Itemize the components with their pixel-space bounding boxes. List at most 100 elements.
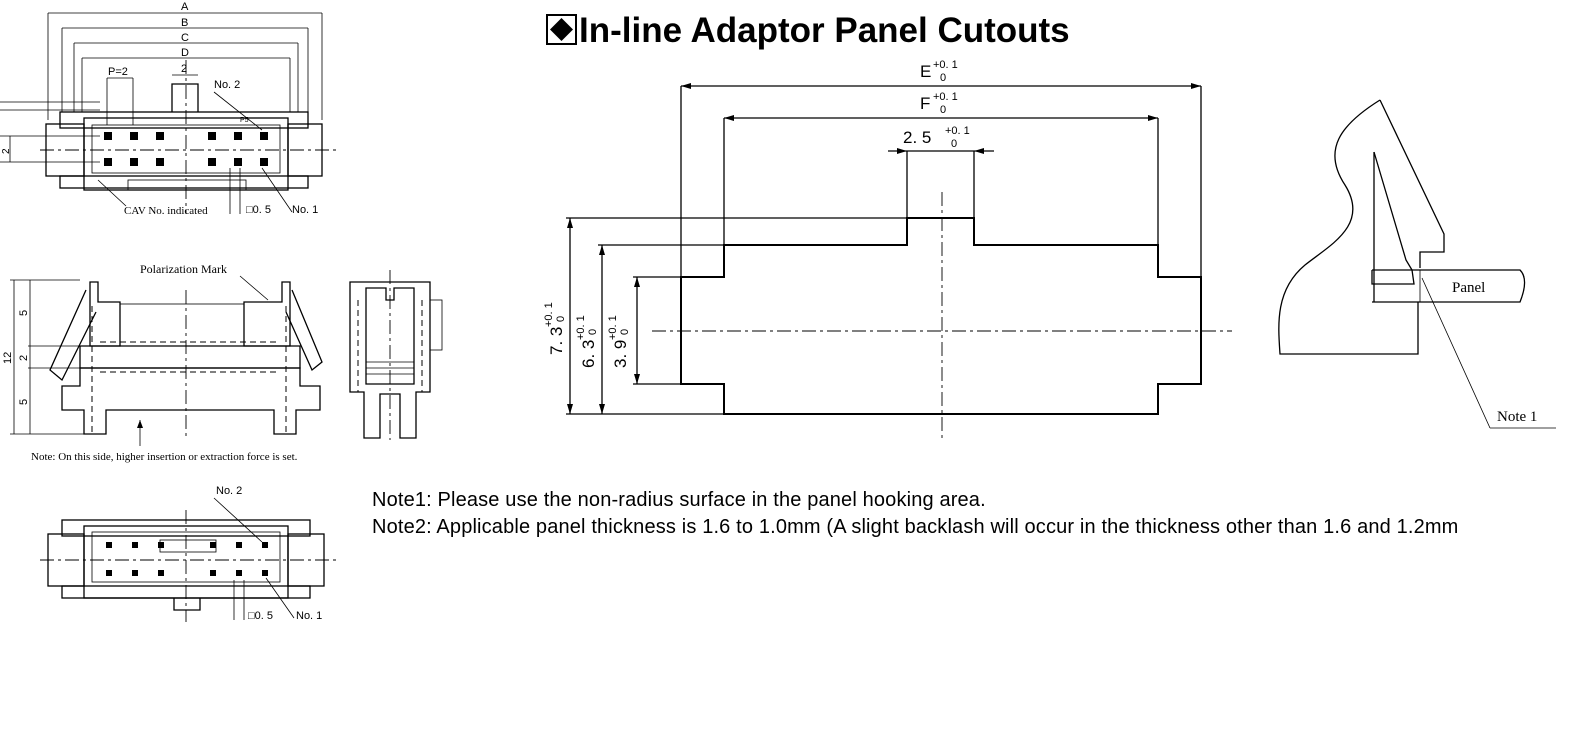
w-label: 2. 5 bbox=[903, 128, 931, 147]
connector-bottom-view: No. 2 □0. 5 No. 1 bbox=[40, 485, 336, 622]
pin bbox=[104, 158, 112, 166]
dim-c-label: C bbox=[181, 32, 189, 44]
h1-tol-upper: +0. 1 bbox=[543, 302, 555, 327]
pin bbox=[236, 570, 242, 576]
bottom-cavity bbox=[91, 531, 281, 583]
h2-label: 6. 3 bbox=[579, 340, 598, 368]
bottom-no1-leader bbox=[265, 577, 295, 619]
dim-2-label: 2 bbox=[18, 355, 30, 361]
bottom-no1-label: No. 1 bbox=[296, 610, 322, 622]
w-tol-lower: 0 bbox=[951, 138, 957, 150]
pin bbox=[210, 542, 216, 548]
cutout-outline bbox=[680, 217, 1202, 415]
f-tol-upper: +0. 1 bbox=[933, 91, 958, 103]
pin bbox=[132, 542, 138, 548]
e-tol-upper: +0. 1 bbox=[933, 59, 958, 71]
panel-cutout-drawing: E +0. 1 0 F +0. 1 0 2. 5 +0. 1 0 7. 3 +0… bbox=[543, 59, 1232, 440]
dim-5b-label: 5 bbox=[18, 399, 30, 405]
pin bbox=[106, 570, 112, 576]
force-arrow-head bbox=[137, 420, 143, 428]
pin bbox=[262, 542, 268, 548]
pin bbox=[158, 542, 164, 548]
note1-callout: Note 1 bbox=[1497, 409, 1537, 425]
connector-end-view bbox=[349, 270, 443, 440]
page-title: In-line Adaptor Panel Cutouts bbox=[579, 11, 1070, 50]
note1-leader bbox=[1421, 277, 1491, 429]
sq-label: □0. 5 bbox=[246, 204, 271, 216]
cav-label: CAV No. indicated bbox=[124, 205, 208, 217]
connector-side-view: Polarization Mark 12 5 2 5 Note: On this… bbox=[2, 262, 323, 463]
e-tol-lower: 0 bbox=[940, 72, 946, 84]
w-tol-upper: +0. 1 bbox=[945, 125, 970, 137]
pitch-label: P=2 bbox=[108, 66, 128, 78]
pin-pitch-label: P5 bbox=[240, 117, 249, 124]
bottom-sq-label: □0. 5 bbox=[248, 610, 273, 622]
title-block: In-line Adaptor Panel Cutouts bbox=[546, 11, 1070, 50]
f-label: F bbox=[920, 94, 930, 113]
right-latch-arm bbox=[285, 289, 323, 372]
h2-tol-upper: +0. 1 bbox=[575, 315, 587, 340]
pin bbox=[210, 570, 216, 576]
bottom-boss bbox=[173, 598, 201, 611]
black-diamond-icon bbox=[550, 18, 573, 41]
pin bbox=[260, 132, 268, 140]
square-frame-icon bbox=[546, 14, 577, 45]
pin bbox=[208, 132, 216, 140]
pin bbox=[106, 542, 112, 548]
pin bbox=[234, 132, 242, 140]
top-pins bbox=[104, 132, 268, 166]
side-upper-body bbox=[119, 303, 245, 347]
dim-b-label: B bbox=[181, 17, 188, 29]
bottom-no2-label: No. 2 bbox=[216, 485, 242, 497]
latch-outer bbox=[1379, 99, 1445, 268]
top-flange bbox=[59, 111, 309, 129]
side-right-post bbox=[243, 281, 291, 347]
side-lower-body bbox=[61, 367, 321, 435]
polarization-label: Polarization Mark bbox=[140, 262, 227, 276]
h3-tol-lower: 0 bbox=[619, 329, 631, 335]
dim-a-label: A bbox=[181, 1, 189, 13]
no1-leader bbox=[261, 167, 293, 213]
no2-leader bbox=[213, 91, 263, 131]
side-middle-band bbox=[79, 345, 301, 369]
dim-d-label: D bbox=[181, 47, 189, 59]
note1-text: Note1: Please use the non-radius surface… bbox=[372, 489, 986, 511]
housing-profile bbox=[1278, 99, 1419, 355]
no1-label: No. 1 bbox=[292, 204, 318, 216]
latch-inner bbox=[1371, 151, 1415, 285]
panel-label: Panel bbox=[1452, 280, 1485, 296]
h3-label: 3. 9 bbox=[611, 340, 630, 368]
pin bbox=[208, 158, 216, 166]
end-inner bbox=[365, 287, 415, 385]
bottom-key bbox=[159, 539, 217, 553]
dim-12-label: 12 bbox=[2, 352, 14, 364]
pin bbox=[156, 158, 164, 166]
connector-top-view: A B C D P=2 2 No. 2 P5 bbox=[0, 1, 336, 217]
pin bbox=[130, 132, 138, 140]
force-note: Note: On this side, higher insertion or … bbox=[31, 451, 298, 463]
polarization-leader bbox=[239, 275, 269, 301]
pin bbox=[130, 158, 138, 166]
pin bbox=[156, 132, 164, 140]
panel-plate bbox=[1372, 269, 1526, 303]
f-tol-lower: 0 bbox=[940, 104, 946, 116]
note2-text: Note2: Applicable panel thickness is 1.6… bbox=[372, 516, 1459, 538]
panel-hook-detail: Panel Note 1 bbox=[1278, 99, 1556, 429]
no2-label: No. 2 bbox=[214, 79, 240, 91]
dim-5a-label: 5 bbox=[18, 310, 30, 316]
pin bbox=[132, 570, 138, 576]
bottom-pins bbox=[106, 542, 268, 576]
end-tab bbox=[429, 299, 443, 351]
pin bbox=[104, 132, 112, 140]
h1-tol-lower: 0 bbox=[555, 316, 567, 322]
pin bbox=[262, 570, 268, 576]
left-latch-arm bbox=[49, 289, 97, 382]
pin bbox=[234, 158, 242, 166]
h2-tol-lower: 0 bbox=[587, 329, 599, 335]
top-boss bbox=[171, 83, 199, 112]
pin bbox=[260, 158, 268, 166]
e-label: E bbox=[920, 62, 931, 81]
pin bbox=[158, 570, 164, 576]
cav-leader bbox=[97, 179, 127, 207]
